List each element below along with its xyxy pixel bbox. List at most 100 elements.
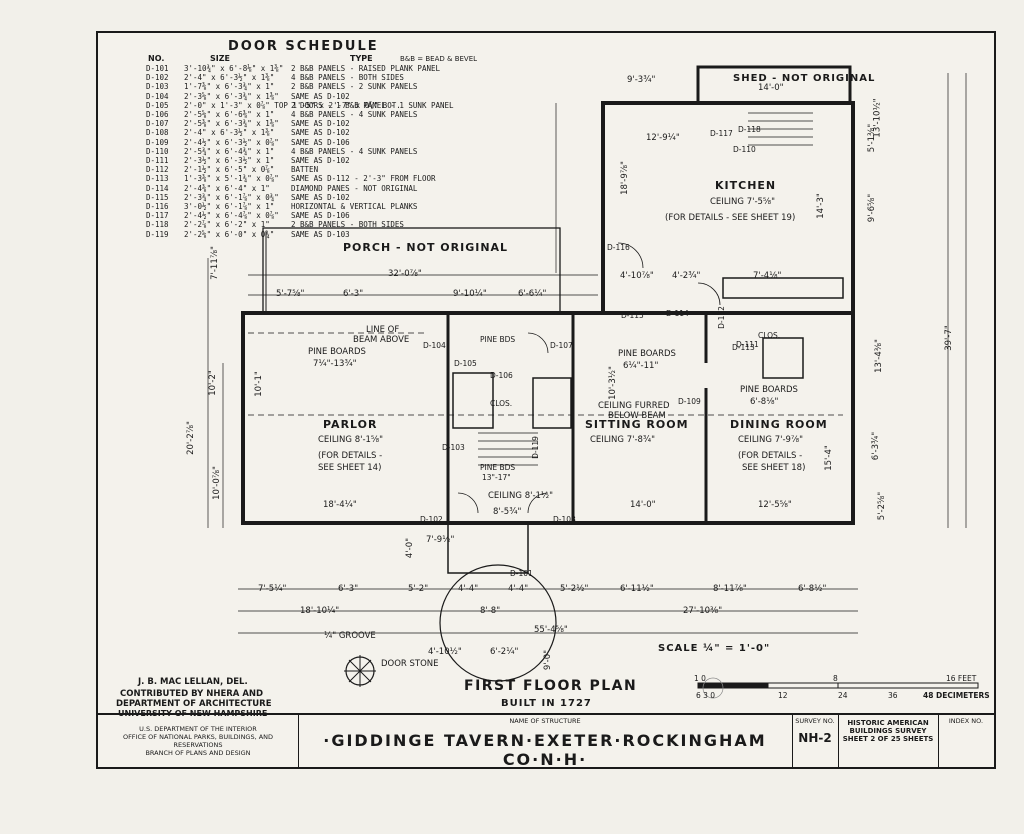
schedule-cell-size: 2'-5¾" x 6'-4¾" x 1" (184, 146, 275, 156)
schedule-cell-size: 2'-4½" x 6'-3½" x 0⅞" (184, 137, 279, 147)
parlor-label: PARLOR (323, 418, 378, 431)
sitting-pine-boards-dim: 6¼"-11" (623, 361, 659, 371)
habs-cell: HISTORIC AMERICAN BUILDINGS SURVEY SHEET… (838, 715, 939, 767)
dim-kitchen-d: 4'-2¾" (672, 271, 701, 281)
index-no-label: INDEX NO. (948, 717, 984, 725)
agency-line-3: BRANCH OF PLANS AND DESIGN (145, 749, 251, 757)
dim-bot-d: 4'-4" (458, 584, 479, 594)
dim-step-h: 4'-0" (405, 537, 416, 559)
schedule-cell-no: D-115 (146, 192, 169, 202)
schedule-cell-size: 1'-3⅜" x 5'-1¾" x 0⅞" (184, 174, 279, 184)
dim-kitchen-c: 4'-10⅞" (620, 271, 654, 281)
schedule-cell-size: 2'-4" x 6'-3½" x 1⅜" (184, 128, 275, 138)
title-block: U.S. DEPARTMENT OF THE INTERIOR OFFICE O… (98, 713, 994, 769)
schedule-cell-type: SAME AS D-102 (291, 156, 350, 166)
schedule-cell-size: 2'-4" x 6'-3½" x 1⅜" (184, 73, 275, 83)
porch-label: PORCH - NOT ORIGINAL (343, 241, 509, 254)
dim-parlor-h: 10'-1" (253, 371, 264, 397)
schedule-cell-no: D-107 (146, 119, 169, 129)
schedule-cell-size: 3'-0½" x 6'-1⅞" x 1" (184, 202, 275, 212)
schedule-cell-no: D-114 (146, 183, 169, 193)
structure-name: ·GIDDINGE TAVERN·EXETER·ROCKINGHAM CO·N·… (323, 731, 767, 769)
dim-left-total: 20'-2⅞" (185, 421, 196, 455)
drawing-title: FIRST FLOOR PLAN (464, 678, 638, 694)
dim-right-d: 13'-4⅜" (873, 339, 884, 373)
scale-dm-12: 12 (778, 691, 788, 700)
drawing-sheet: DOOR SCHEDULE NO. SIZE TYPE B&B = BEAD &… (96, 31, 996, 769)
delineator-credit: J. B. MAC LELLAN, DEL. (138, 677, 248, 687)
shed-wall (696, 65, 852, 105)
dim-right-c: 14'-3" (815, 193, 826, 219)
kitchen-details: (FOR DETAILS - SEE SHEET 19) (665, 213, 796, 223)
schedule-cell-size: 2'-4½" x 6'-4⅞" x 0⅞" (184, 211, 279, 221)
index-cell: INDEX NO. (938, 715, 994, 767)
credit-line-2: DEPARTMENT OF ARCHITECTURE (116, 699, 272, 709)
habs-line-2: BUILDINGS SURVEY (849, 727, 927, 735)
dim-porch-width: 32'-0⅞" (388, 269, 422, 279)
dim-parlor-w: 18'-4¼" (323, 500, 357, 510)
schedule-cell-size: 2'-3½" x 6'-3½" x 1" (184, 156, 275, 166)
dim-top-a: 5'-7⅝" (276, 289, 305, 299)
door-tag-d106: D-106 (490, 371, 513, 380)
sitting-pine-boards: PINE BOARDS (618, 349, 676, 359)
door-stone-label: DOOR STONE (381, 659, 439, 669)
dim-left-upper: 10'-2" (207, 370, 218, 396)
door-tag-d102: D-102 (420, 515, 443, 524)
door-tag-d103: D-103 (442, 443, 465, 452)
parlor-details-2: SEE SHEET 14) (318, 463, 382, 473)
schedule-cell-type: BATTEN (291, 165, 319, 175)
schedule-cell-type: HORIZONTAL & VERTICAL PLANKS (291, 202, 418, 212)
schedule-cell-size: 2'-3¾" x 6'-1⅞" x 0¾" (184, 192, 279, 202)
agency-line-1: U.S. DEPARTMENT OF THE INTERIOR (139, 725, 257, 733)
shed-label: SHED - NOT ORIGINAL (733, 73, 876, 84)
schedule-cell-type: SAME AS D-106 (291, 137, 350, 147)
credit-line-1: CONTRIBUTED BY NHERA AND (120, 689, 264, 699)
dim-bot-h: 8'-11⅞" (713, 584, 747, 594)
center-closet-label: CLOS. (490, 399, 513, 408)
sitting-room-label: SITTING ROOM (585, 418, 689, 431)
dim-stone-b: 6'-2¼" (490, 647, 519, 657)
door-tag-d114: D-114 (666, 309, 689, 318)
schedule-header-no: NO. (148, 54, 165, 63)
seal-stamp (702, 677, 724, 699)
dim-bot-g: 6'-11½" (620, 584, 654, 594)
dim-hall-w: 8'-5¾" (493, 507, 522, 517)
upper-pine-bds: PINE BDS (480, 335, 516, 344)
dim-bot-c: 5'-2" (408, 584, 429, 594)
dim-bot-f: 5'-2½" (560, 584, 589, 594)
schedule-cell-size: 3'-10¾" x 6'-8⅛" x 1⅜" (184, 64, 284, 73)
door-tag-d104: D-104 (423, 341, 446, 350)
sheet-count: SHEET 2 OF 25 SHEETS (842, 735, 934, 743)
agency-line-2: OFFICE OF NATIONAL PARKS, BUILDINGS, AND… (122, 733, 274, 749)
scale-feet-0: 1 0 (694, 674, 706, 683)
dim-right-e: 6'-3¾" (871, 431, 882, 461)
floor-plan-drawing (207, 65, 979, 699)
door-tag-d109: D-109 (678, 397, 701, 406)
dim-top-b: 6'-3" (343, 289, 364, 299)
sitting-furred: CEILING FURRED (598, 401, 670, 411)
dim-stone-a: 4'-10½" (428, 647, 462, 657)
schedule-cell-no: D-102 (146, 73, 169, 83)
schedule-cell-type: SAME AS D-112 - 2'-3" FROM FLOOR (291, 174, 436, 184)
dim-right-total: 39'-7" (943, 325, 954, 351)
door-tag-d113: D-113 (732, 343, 755, 352)
dim-right-b: 9'-6⅝" (867, 193, 878, 223)
dim-top-c: 9'-10¼" (453, 289, 487, 299)
schedule-cell-type: SAME AS D-102 (291, 91, 350, 101)
kitchen-hearth (722, 277, 844, 299)
dining-room-label: DINING ROOM (730, 418, 828, 431)
dim-shed-b: 14'-0" (758, 83, 784, 93)
dim-overall: 55'-4⅝" (534, 625, 568, 635)
door-tag-d111: D-111 (736, 340, 759, 349)
kitchen-ceiling: CEILING 7'-5⅝" (710, 197, 776, 207)
